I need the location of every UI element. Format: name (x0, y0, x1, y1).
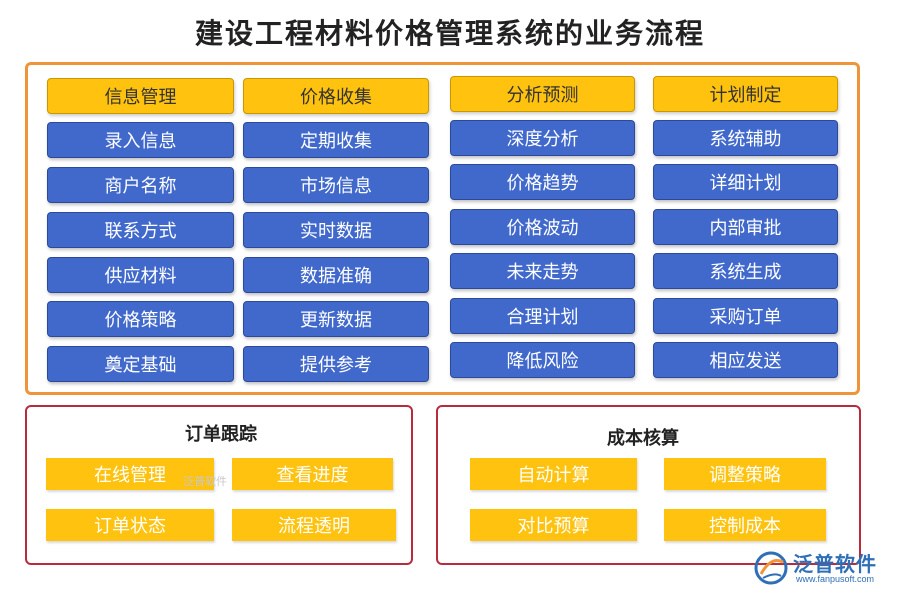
order-tracking-item: 查看进度 (232, 458, 393, 490)
order-tracking-item: 流程透明 (232, 509, 396, 541)
process-step: 相应发送 (653, 342, 838, 378)
process-step: 实时数据 (243, 212, 429, 248)
process-step: 价格趋势 (450, 164, 635, 200)
process-step: 数据准确 (243, 257, 429, 293)
column-header-info-management: 信息管理 (47, 78, 234, 114)
process-step: 价格波动 (450, 209, 635, 245)
process-step: 更新数据 (243, 301, 429, 337)
order-tracking-item: 在线管理 (46, 458, 214, 490)
process-step: 市场信息 (243, 167, 429, 203)
order-tracking-panel (25, 405, 413, 565)
cost-accounting-item: 自动计算 (470, 458, 637, 490)
process-step: 系统生成 (653, 253, 838, 289)
process-step: 录入信息 (47, 122, 234, 158)
process-step: 价格策略 (47, 301, 234, 337)
process-step: 采购订单 (653, 298, 838, 334)
cost-accounting-item: 控制成本 (664, 509, 826, 541)
process-step: 详细计划 (653, 164, 838, 200)
process-step: 未来走势 (450, 253, 635, 289)
order-tracking-item: 订单状态 (46, 509, 214, 541)
process-step: 系统辅助 (653, 120, 838, 156)
cost-accounting-item: 调整策略 (664, 458, 826, 490)
cost-accounting-title: 成本核算 (607, 428, 679, 449)
process-step: 降低风险 (450, 342, 635, 378)
brand-logo: 泛普软件 www.fanpusoft.com (753, 548, 888, 590)
watermark-text: 泛普软件 (183, 476, 227, 488)
process-step: 合理计划 (450, 298, 635, 334)
logo-url: www.fanpusoft.com (796, 574, 875, 584)
logo-name: 泛普软件 (793, 554, 877, 576)
page-title: 建设工程材料价格管理系统的业务流程 (194, 17, 705, 50)
process-step: 联系方式 (47, 212, 234, 248)
process-step: 内部审批 (653, 209, 838, 245)
process-step: 奠定基础 (47, 346, 234, 382)
cost-accounting-panel (436, 405, 861, 565)
process-step: 提供参考 (243, 346, 429, 382)
process-step: 深度分析 (450, 120, 635, 156)
column-header-plan-making: 计划制定 (653, 76, 838, 112)
column-header-analysis-forecast: 分析预测 (450, 76, 635, 112)
order-tracking-title: 订单跟踪 (185, 424, 257, 445)
process-step: 供应材料 (47, 257, 234, 293)
cost-accounting-item: 对比预算 (470, 509, 637, 541)
logo-icon (754, 551, 788, 585)
column-header-price-collection: 价格收集 (243, 78, 429, 114)
process-step: 定期收集 (243, 122, 429, 158)
main-process-frame (25, 62, 860, 395)
process-step: 商户名称 (47, 167, 234, 203)
